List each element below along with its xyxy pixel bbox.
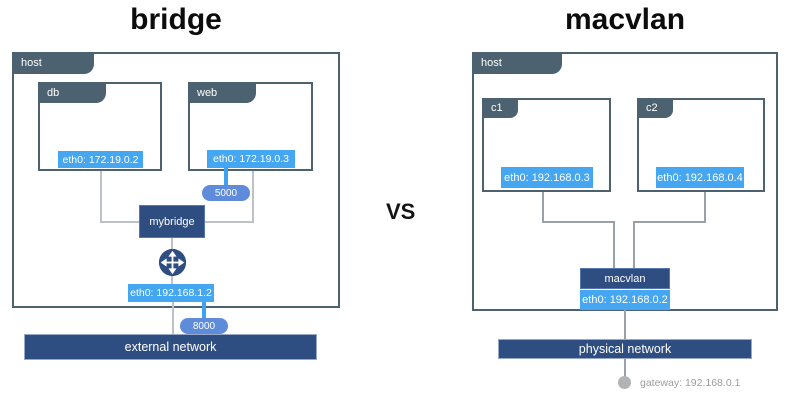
connector-db-vertical [100,171,102,223]
macvlan-title: macvlan [564,3,686,36]
connector-web-horizontal [205,221,254,223]
bridge-host-tab: host [12,52,94,74]
nat-routing-icon [158,248,187,277]
bridge-host-eth-label: eth0: 192.168.1.2 [128,284,214,302]
connector-c1-horizontal [542,221,615,223]
connector-c2-drop [633,221,635,268]
host-port-connector [202,302,206,320]
vs-label: VS [386,199,416,224]
physical-network-bar: physical network [498,339,752,359]
macvlan-host-label: host [481,57,502,69]
gateway-label: gateway: 192.168.0.1 [640,376,741,389]
web-port-connector [224,167,228,187]
connector-eth-to-physical [624,310,626,339]
db-eth-label: eth0: 172.19.0.2 [58,151,143,168]
c1-eth-label: eth0: 192.168.0.3 [501,167,593,188]
container-db-tab: db [38,82,106,103]
connector-eth-to-external [172,302,174,334]
c2-eth-label: eth0: 192.168.0.4 [656,167,744,188]
web-eth-label: eth0: 172.19.0.3 [207,150,295,168]
macvlan-host-eth-label: eth0: 192.168.0.2 [580,290,670,310]
container-db-label: db [47,86,60,99]
connector-db-horizontal [100,221,139,223]
connector-c1-drop [613,221,615,268]
connector-physical-to-gateway [624,359,626,378]
bridge-title: bridge [130,3,222,36]
container-c2-tab: c2 [637,98,673,118]
macvlan-host-tab: host [472,52,562,74]
container-web-label: web [197,86,218,99]
gateway-dot-icon [618,376,631,389]
macvlan-node: macvlan [580,268,670,289]
connector-c1-vertical [542,192,544,223]
external-network-bar: external network [24,334,317,360]
host-port-pill: 8000 [180,318,228,334]
container-c1-label: c1 [491,102,503,114]
bridge-host-label: host [21,57,42,69]
container-c1-tab: c1 [482,98,518,118]
container-web-tab: web [188,82,256,103]
connector-c2-horizontal [633,221,706,223]
mybridge-node: mybridge [139,205,205,238]
container-c2-label: c2 [646,102,658,114]
web-port-pill: 5000 [202,185,250,201]
connector-c2-vertical [704,192,706,223]
connector-web-vertical [252,171,254,223]
